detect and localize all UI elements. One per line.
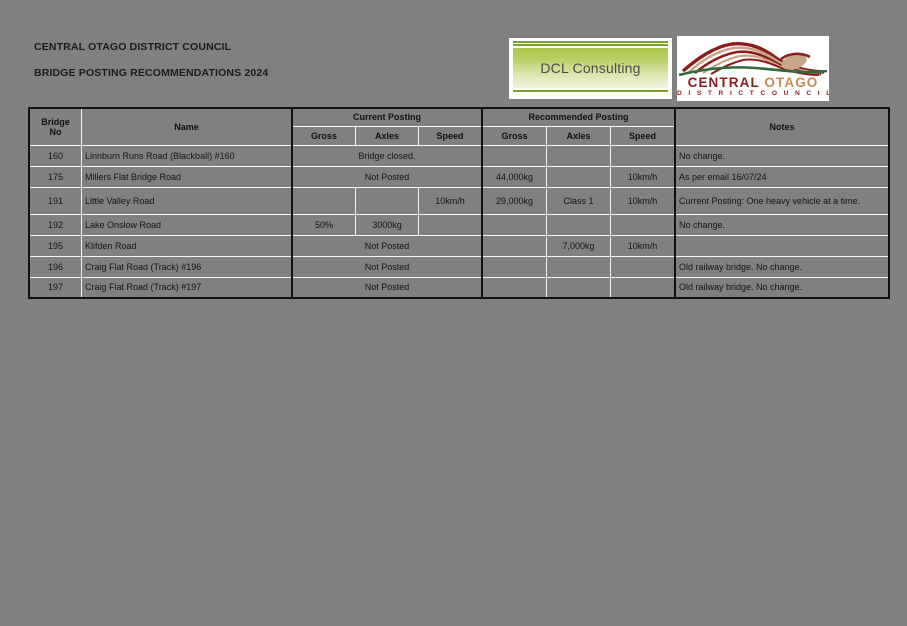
cell-bridge-no: 192 <box>28 213 82 236</box>
column-header-recommended-axles: Axles <box>546 125 611 146</box>
bridge-no-header-line-1: Bridge <box>41 116 70 127</box>
cell-name: Lake Onslow Road <box>81 213 293 236</box>
cell-current-axles: 3000kg <box>355 213 419 236</box>
cell-bridge-no: 160 <box>28 144 82 167</box>
cell-name: Linnburn Runs Road (Blackball) #160 <box>81 144 293 167</box>
table-header-row-2: Gross Axles Speed Gross Axles Speed <box>29 125 889 146</box>
cell-recommended-axles: Class 1 <box>546 186 611 215</box>
bridge-no-header-line-2: No <box>49 126 62 137</box>
column-header-recommended-speed: Speed <box>610 125 676 146</box>
dcl-logo-stripe-bottom <box>513 90 668 92</box>
cell-recommended-speed <box>610 144 676 167</box>
column-header-recommended-gross: Gross <box>481 125 547 146</box>
dcl-logo-stripe-second <box>513 44 668 46</box>
cell-current-posting-merged: Not Posted <box>291 276 483 299</box>
column-header-current-speed: Speed <box>418 125 483 146</box>
document-header: CENTRAL OTAGO DISTRICT COUNCIL BRIDGE PO… <box>0 0 907 104</box>
cell-recommended-axles: 7,000kg <box>546 234 611 257</box>
title-line-2: BRIDGE POSTING RECOMMENDATIONS 2024 <box>34 67 269 79</box>
cell-name: Klifden Road <box>81 234 293 257</box>
dcl-logo-panel: DCL Consulting <box>513 48 668 88</box>
column-header-bridge-no: Bridge No <box>28 107 82 146</box>
cell-recommended-axles <box>546 276 611 299</box>
hills-graphic-icon <box>678 41 828 78</box>
column-header-current-gross: Gross <box>291 125 356 146</box>
dcl-logo-stripe-top <box>513 41 668 43</box>
column-header-current-axles: Axles <box>355 125 419 146</box>
cell-notes <box>674 234 890 257</box>
cell-current-posting-merged: Not Posted <box>291 165 483 188</box>
cod-logo-wordmark: CENTRAL OTAGO D I S T R I C T C O U N C … <box>677 76 829 98</box>
title-line-1: CENTRAL OTAGO DISTRICT COUNCIL <box>34 41 232 53</box>
cell-recommended-speed: 10km/h <box>610 234 676 257</box>
cell-bridge-no: 191 <box>28 186 82 215</box>
cell-notes: Current Posting: One heavy vehicle at a … <box>674 186 890 215</box>
cod-logo-otago-text: OTAGO <box>764 74 819 90</box>
cell-current-speed: 10km/h <box>418 186 483 215</box>
cod-logo-central-text: CENTRAL <box>687 74 760 90</box>
cell-recommended-speed: 10km/h <box>610 165 676 188</box>
cell-recommended-gross <box>481 276 547 299</box>
column-header-current-posting: Current Posting <box>291 107 483 127</box>
cell-current-posting-merged: Not Posted <box>291 255 483 278</box>
cell-recommended-gross <box>481 213 547 236</box>
cell-recommended-speed: 10km/h <box>610 186 676 215</box>
cell-name: Craig Flat Road (Track) #196 <box>81 255 293 278</box>
cell-recommended-axles <box>546 144 611 167</box>
cell-current-speed <box>418 213 483 236</box>
cell-current-axles <box>355 186 419 215</box>
cod-logo-line-1: CENTRAL OTAGO <box>677 76 829 90</box>
cell-bridge-no: 196 <box>28 255 82 278</box>
cell-current-posting-merged: Bridge closed. <box>291 144 483 167</box>
cell-name: Craig Flat Road (Track) #197 <box>81 276 293 299</box>
cell-bridge-no: 197 <box>28 276 82 299</box>
cell-notes: As per email 16/07/24 <box>674 165 890 188</box>
cell-name: Millers Flat Bridge Road <box>81 165 293 188</box>
cell-current-gross <box>291 186 356 215</box>
bridge-posting-table: Bridge No Name Current Posting Recommend… <box>28 107 890 299</box>
table-header-row-1: Bridge No Name Current Posting Recommend… <box>28 107 890 146</box>
dcl-consulting-logo: DCL Consulting <box>509 38 672 99</box>
column-header-recommended-posting: Recommended Posting <box>481 107 676 127</box>
cell-notes: Old railway bridge. No change. <box>674 276 890 299</box>
cell-recommended-axles <box>546 213 611 236</box>
cell-notes: Old railway bridge. No change. <box>674 255 890 278</box>
cell-recommended-speed <box>610 255 676 278</box>
cell-notes: No change. <box>674 144 890 167</box>
cell-recommended-speed <box>610 213 676 236</box>
cell-recommended-gross <box>481 144 547 167</box>
page-title: CENTRAL OTAGO DISTRICT COUNCIL BRIDGE PO… <box>34 41 268 79</box>
column-header-notes: Notes <box>674 107 890 146</box>
cell-recommended-gross: 44,000kg <box>481 165 547 188</box>
dcl-logo-text: DCL Consulting <box>540 60 641 76</box>
cell-recommended-gross <box>481 234 547 257</box>
column-header-name: Name <box>81 107 293 146</box>
central-otago-district-council-logo: CENTRAL OTAGO D I S T R I C T C O U N C … <box>677 36 829 101</box>
cell-recommended-gross <box>481 255 547 278</box>
cell-recommended-speed <box>610 276 676 299</box>
cell-notes: No change. <box>674 213 890 236</box>
cell-name: Little Valley Road <box>81 186 293 215</box>
cell-bridge-no: 195 <box>28 234 82 257</box>
cod-logo-line-2: D I S T R I C T C O U N C I L <box>677 90 829 98</box>
cell-bridge-no: 175 <box>28 165 82 188</box>
table-header: Bridge No Name Current Posting Recommend… <box>28 107 890 146</box>
cell-recommended-axles <box>546 255 611 278</box>
cell-current-posting-merged: Not Posted <box>291 234 483 257</box>
cell-current-gross: 50% <box>291 213 356 236</box>
cell-recommended-axles <box>546 165 611 188</box>
cell-recommended-gross: 29,000kg <box>481 186 547 215</box>
